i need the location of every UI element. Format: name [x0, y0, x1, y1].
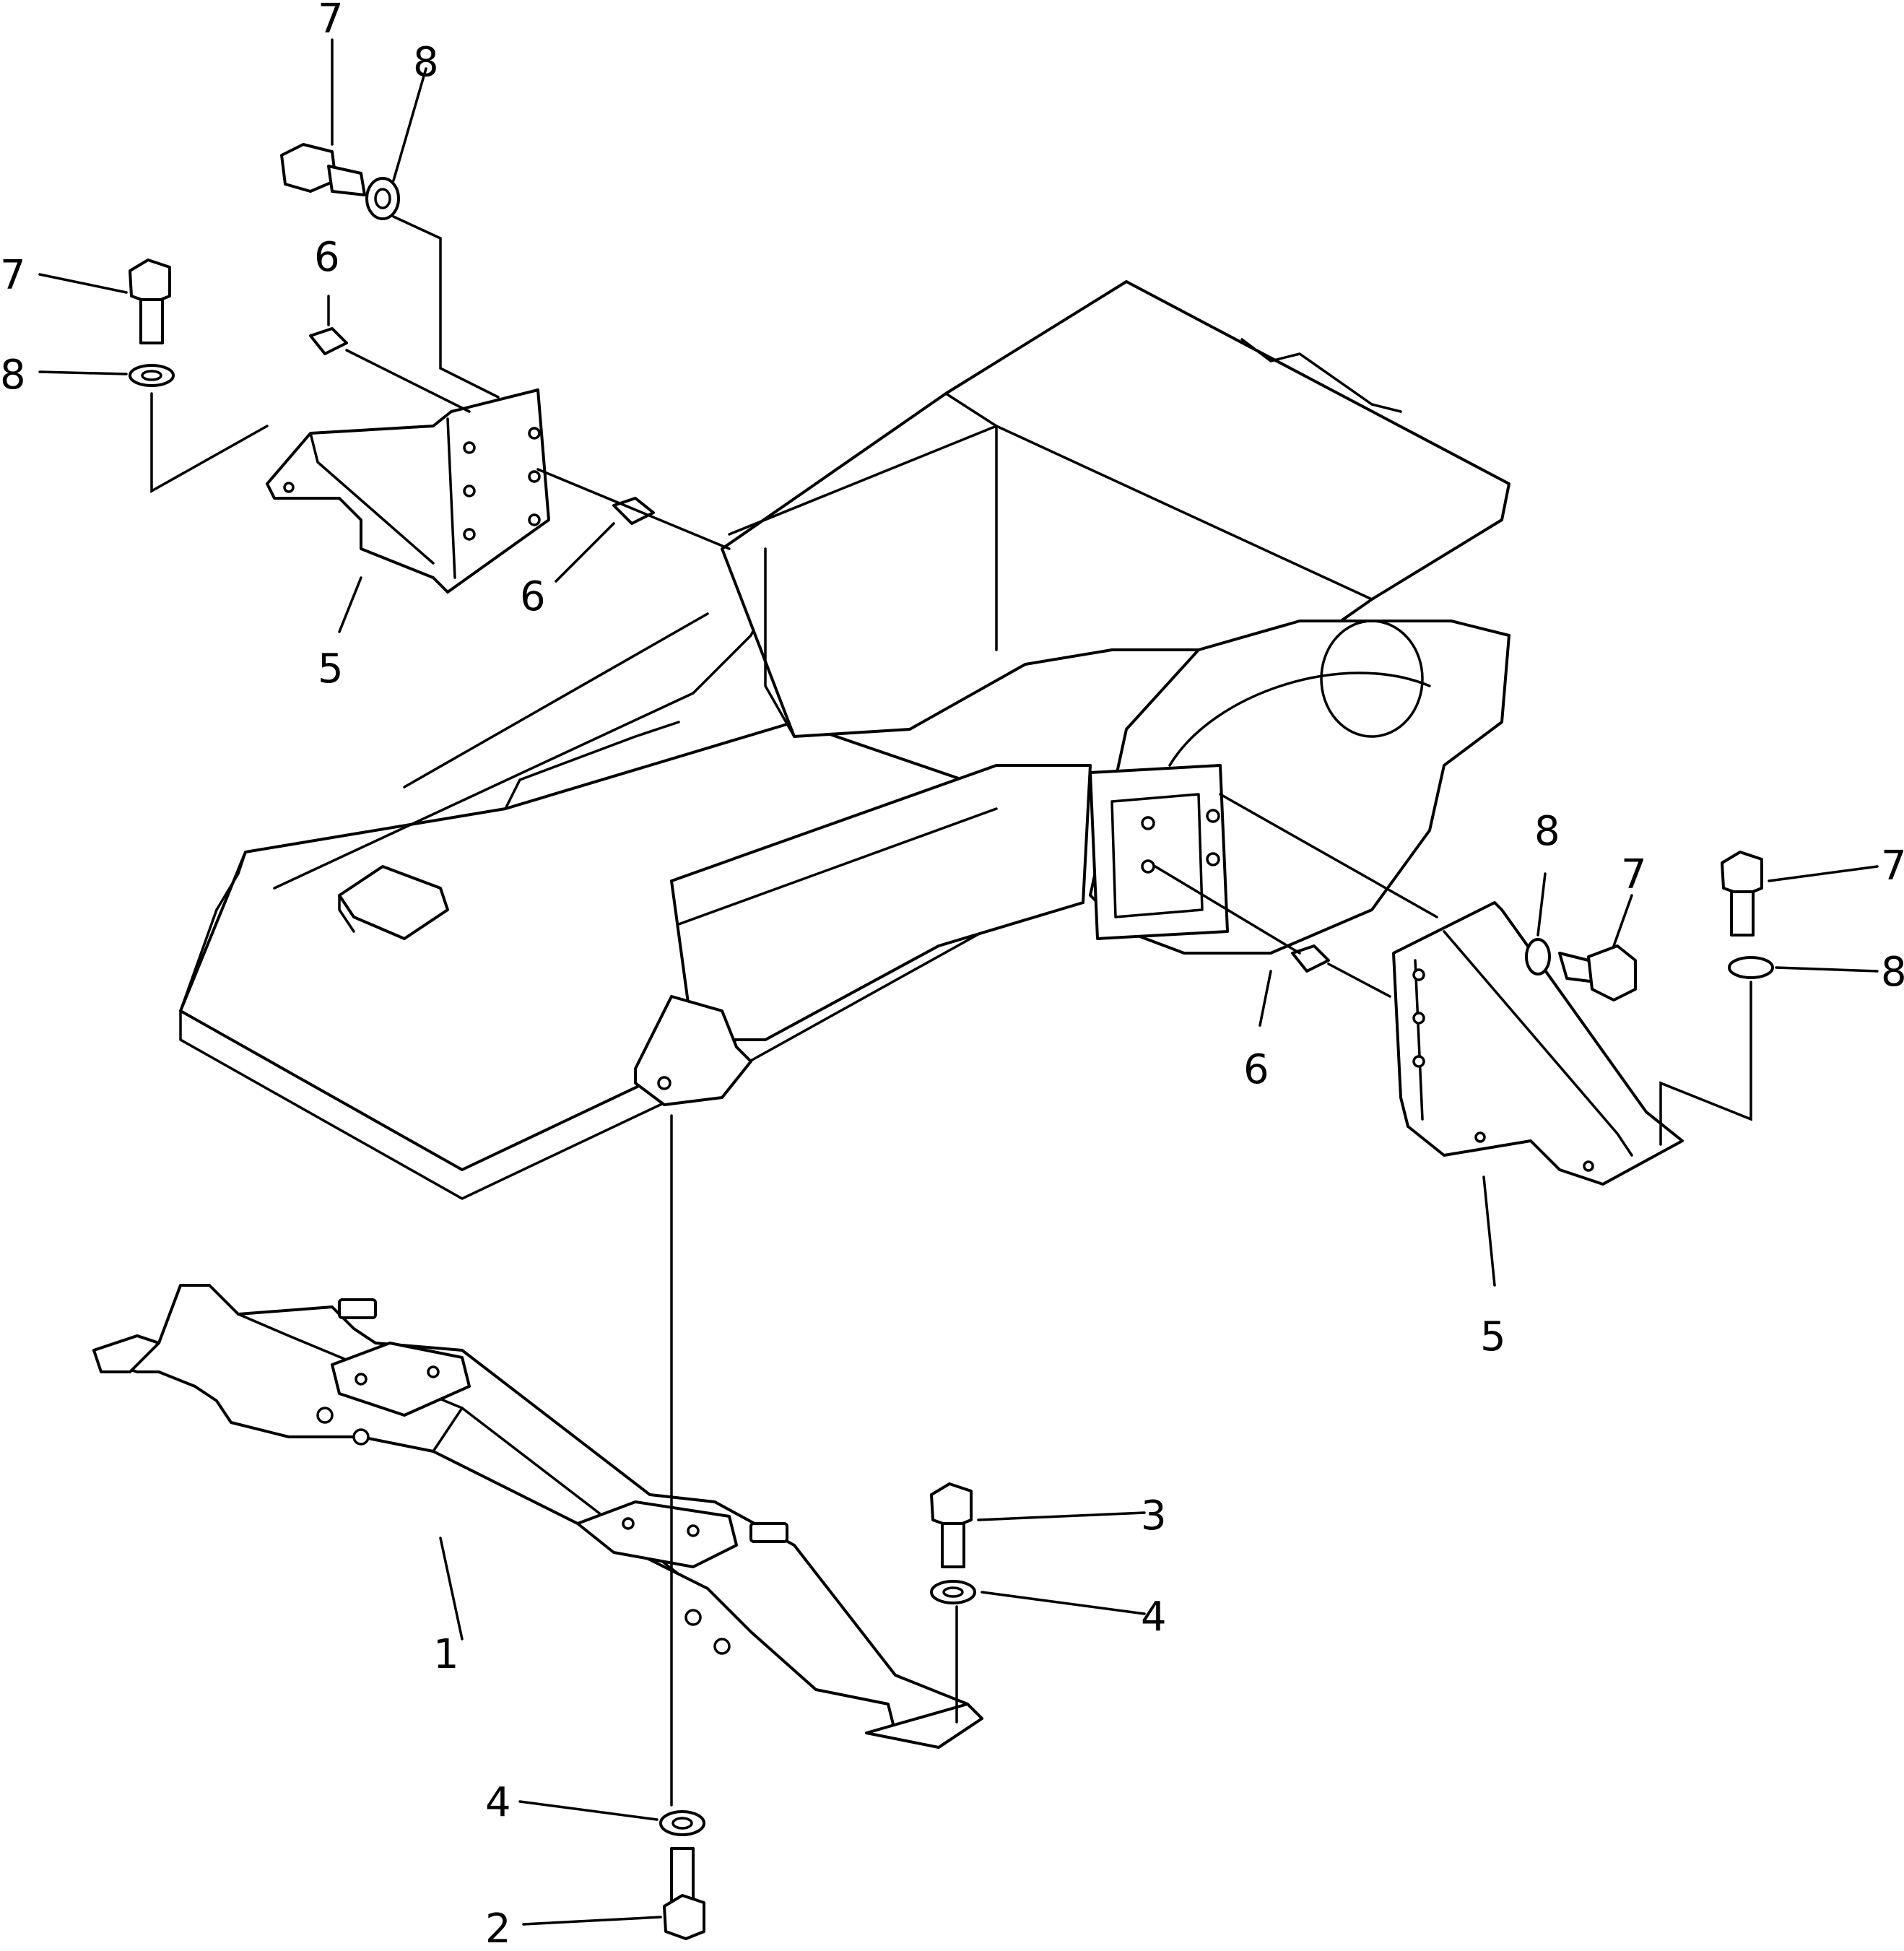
callout-7-far-right: 7: [1881, 843, 1904, 890]
callout-4-right: 4: [1141, 1594, 1167, 1641]
callout-7-top: 7: [318, 0, 344, 43]
bolt-2: [663, 1847, 705, 1940]
callout-6-middle: 6: [520, 573, 546, 620]
callout-8-far-right: 8: [1881, 949, 1904, 996]
callout-8-left: 8: [0, 352, 26, 399]
callout-7-left: 7: [0, 252, 26, 299]
left-bracket: [266, 388, 550, 594]
callout-5-right: 5: [1480, 1313, 1506, 1360]
washer-8-far-right: [1728, 956, 1774, 979]
pin-6-right: [1291, 944, 1330, 973]
callout-6-right: 6: [1243, 1046, 1269, 1093]
bolt-7-far-right: [1721, 851, 1763, 937]
washer-8-top: [365, 177, 400, 220]
right-bracket: [1392, 901, 1684, 1186]
washer-8-left: [129, 364, 175, 387]
washer-4-bottom: [659, 1810, 705, 1836]
bolt-3: [930, 1482, 973, 1568]
bolt-7-left: [129, 258, 171, 344]
bolt-7-right: [1558, 944, 1637, 1001]
washer-8-right: [1525, 938, 1551, 976]
leader-lines: [38, 38, 1879, 1926]
callout-5-left: 5: [318, 646, 344, 692]
callout-1: 1: [433, 1631, 459, 1678]
callout-4-bottom: 4: [485, 1779, 511, 1826]
callout-2: 2: [485, 1906, 511, 1951]
washer-4-right: [930, 1580, 976, 1604]
pin-6-upper: [309, 327, 348, 355]
main-frame: [179, 280, 1510, 1200]
callout-8-right: 8: [1534, 808, 1560, 855]
callout-7-right: 7: [1621, 851, 1647, 898]
equalizer-bar: [92, 1284, 983, 1749]
callout-3: 3: [1141, 1492, 1167, 1539]
callout-8-top: 8: [413, 39, 439, 86]
callout-6-upper: 6: [314, 234, 340, 281]
bolt-7-top: [280, 143, 366, 196]
